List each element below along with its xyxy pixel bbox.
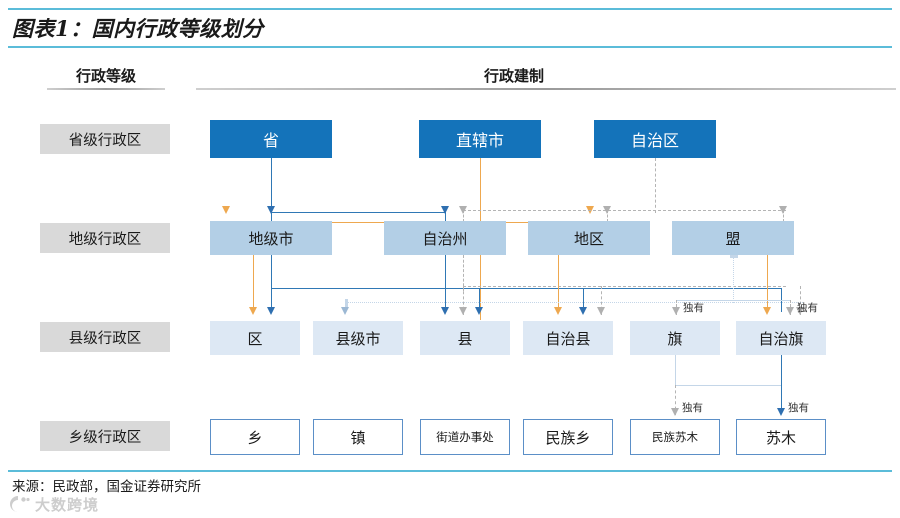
arrowhead-dijishi-to-qu [266, 307, 275, 315]
column-header-left-rule [47, 88, 165, 90]
node-qi[interactable]: 旗 [630, 321, 720, 355]
node-zizhizhou[interactable]: 自治州 [384, 221, 506, 255]
footer-rule [8, 470, 892, 472]
connector-meng-trunk [733, 255, 734, 303]
arrowhead-meng-to-zizhiqi [785, 307, 794, 315]
arrowhead-to-sumu [776, 408, 785, 416]
node-meng[interactable]: 盟 [672, 221, 794, 255]
connector-qi-zizhiqi-bus [675, 385, 781, 386]
column-header-level: 行政等级 [75, 67, 136, 85]
tag-exclusive-zizhiqi: 独有 [797, 302, 818, 314]
arrowhead-zizhizhou-gray-a [458, 307, 467, 315]
connector-pale-bus [345, 302, 803, 303]
arrowhead-zizhizhou-gray-c [795, 307, 804, 315]
connector-meng-bus [676, 300, 790, 301]
connector-sheng-bus [271, 212, 446, 213]
connector-zizhizhou-gray-to-zizhiqi [800, 286, 801, 315]
arrowhead-dijishi-to-zizhixian [578, 307, 587, 315]
connector-zizhiqu-bus [463, 210, 786, 211]
arrowhead-zizhiqu-to-zizhizhou [458, 206, 467, 214]
watermark-logo-icon [8, 494, 30, 514]
column-header-structure: 行政建制 [483, 67, 544, 85]
node-zhen[interactable]: 镇 [313, 419, 403, 455]
connector-dijishi-to-zizhixian [583, 288, 584, 312]
title-rule-bottom [8, 46, 892, 48]
connector-zizhizhou-gray-trunk [463, 255, 464, 291]
node-zizhixian[interactable]: 自治县 [523, 321, 613, 355]
tag-exclusive-sumu: 独有 [788, 402, 809, 414]
node-xiang[interactable]: 乡 [210, 419, 300, 455]
tag-exclusive-minzusumu: 独有 [682, 402, 703, 414]
connector-dijishi-bus [271, 288, 583, 289]
connector-to-sumu [781, 385, 782, 412]
node-xian[interactable]: 县 [420, 321, 510, 355]
arrowhead-zizhizhou-gray-b [596, 307, 605, 315]
arrowhead-pale-to-xianjishi [340, 307, 349, 315]
node-xianjishi[interactable]: 县级市 [313, 321, 403, 355]
connector-sheng-trunk [271, 158, 272, 212]
column-header-right-rule [196, 88, 896, 90]
tag-exclusive-qi: 独有 [683, 302, 704, 314]
connector-dijishi-bus-right [583, 288, 781, 289]
arrowhead-zizhiqu-to-meng [778, 206, 787, 214]
level-label-prefecture: 地级行政区 [40, 223, 170, 253]
page-title: 图表1：国内行政等级划分 [12, 16, 264, 41]
arrowhead-diqu-to-zizhixian [553, 307, 562, 315]
connector-zizhizhou-gray-bus [463, 286, 786, 287]
connector-zizhizhou-gray-to-xianjishi [463, 286, 464, 315]
arrowhead-dijishi-to-xian [474, 307, 483, 315]
node-sumu[interactable]: 苏木 [736, 419, 826, 455]
connector-to-minzusumu [675, 385, 676, 415]
connector-zizhiqi-down [781, 355, 782, 385]
level-label-county: 县级行政区 [40, 322, 170, 352]
arrowhead-zhixiashi-to-dijishi [221, 206, 230, 214]
arrowhead-zizhiqu-to-diqu [602, 206, 611, 214]
connector-orange-to-qu [253, 255, 254, 312]
title-rule-top [8, 8, 892, 10]
connector-zizhizhou-trunk [445, 255, 446, 312]
node-minzuxiang[interactable]: 民族乡 [523, 419, 613, 455]
level-label-province: 省级行政区 [40, 124, 170, 154]
connector-diqu-trunk [558, 255, 559, 312]
arrowhead-to-minzusumu [670, 408, 679, 416]
node-zhixiashi[interactable]: 直辖市 [419, 120, 541, 158]
node-minzusumu[interactable]: 民族苏木 [630, 419, 720, 455]
node-zizhiqu[interactable]: 自治区 [594, 120, 716, 158]
connector-dijishi-trunk [271, 255, 272, 288]
connector-dijishi-to-qu [271, 288, 272, 312]
node-zizhiqi[interactable]: 自治旗 [736, 321, 826, 355]
arrowhead-orange-to-zizhiqi [762, 307, 771, 315]
node-jiedaobanshichu[interactable]: 街道办事处 [420, 419, 510, 455]
node-dijishi[interactable]: 地级市 [210, 221, 332, 255]
node-diqu[interactable]: 地区 [528, 221, 650, 255]
connector-zizhiqu-trunk [655, 158, 656, 213]
level-label-township: 乡级行政区 [40, 421, 170, 451]
connector-dijishi-to-xian [479, 288, 480, 312]
arrowhead-meng-to-qi [671, 307, 680, 315]
arrowhead-orange-to-qu [248, 307, 257, 315]
arrowhead-zizhizhou-to-xianjishi [440, 307, 449, 315]
node-qu[interactable]: 区 [210, 321, 300, 355]
connector-orange-right-trunk [767, 255, 768, 312]
connector-qi-down [675, 355, 676, 385]
watermark-text: 大数跨境 [35, 495, 100, 514]
watermark: 大数跨境 [8, 492, 99, 516]
arrowhead-sheng-to-zizhizhou [440, 206, 449, 214]
arrowhead-sheng-to-dijishi [266, 206, 275, 214]
node-sheng[interactable]: 省 [210, 120, 332, 158]
source-note: 来源：民政部，国金证券研究所 [12, 479, 201, 495]
connector-zizhizhou-gray-to-zizhixian [601, 286, 602, 315]
